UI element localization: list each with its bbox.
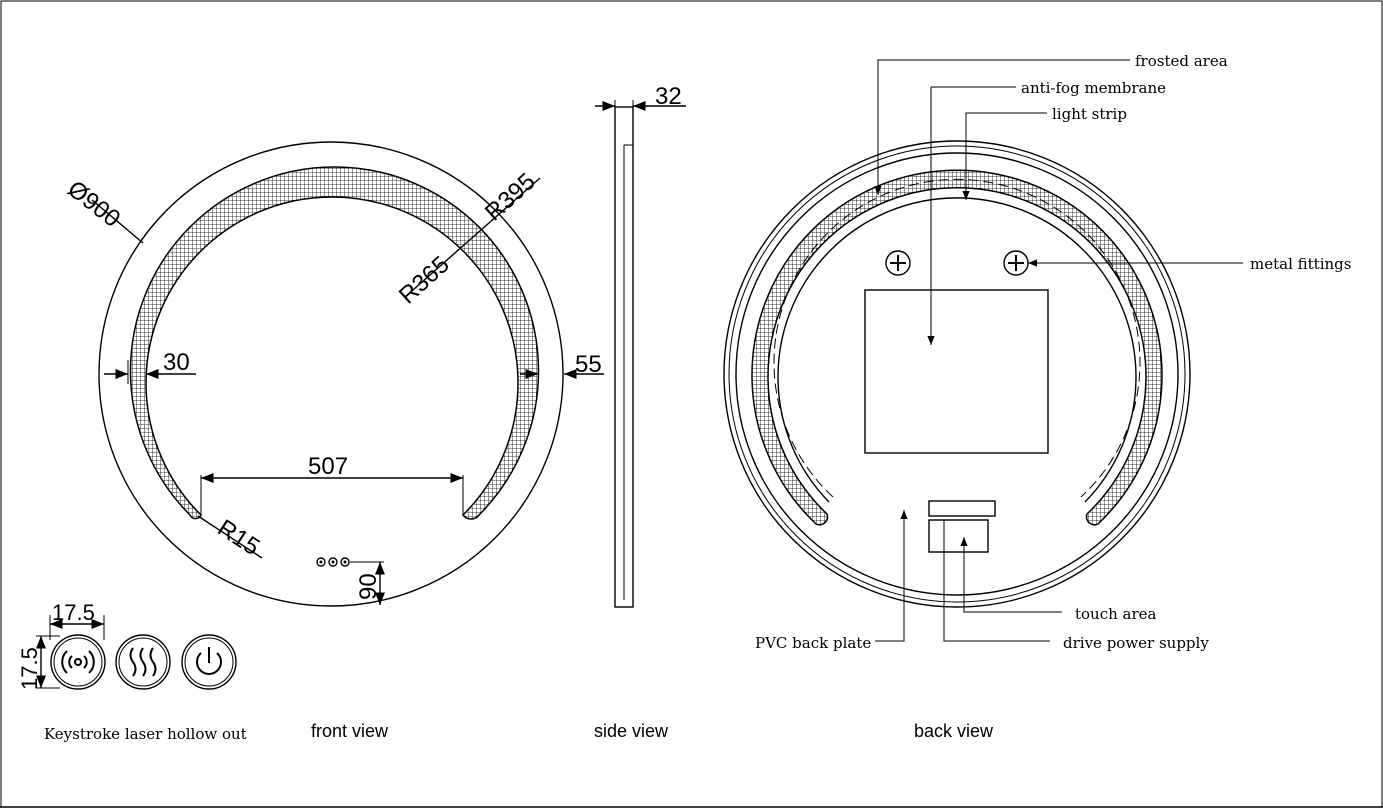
leader-pvc-back-plate (875, 510, 908, 642)
dim-diameter-label: Ø900 (62, 175, 125, 232)
drive-power-supply-box (928, 519, 989, 553)
front-touch-key-2 (328, 557, 338, 567)
dim-diameter-leader (91, 199, 144, 244)
dim-r365-label: R365 (394, 251, 455, 309)
front-view: Ø900 R395 R365 30 55 507 R15 90 fro (62, 141, 604, 741)
keystroke-icons: 17.5 17.5 Keystroke laser hollow (17, 600, 247, 743)
dim-radius-leader (404, 177, 541, 298)
back-frosted-band (751, 169, 1163, 526)
key-dim-h-label: 17.5 (17, 647, 42, 690)
front-touch-key-1-dot (319, 560, 323, 564)
front-touch-key-2-dot (331, 560, 335, 564)
touch-area-box (928, 500, 996, 517)
keystroke-caption: Keystroke laser hollow out (44, 725, 247, 743)
power-icon (181, 634, 237, 690)
back-light-strip (773, 178, 1141, 498)
metal-fitting-left (885, 250, 911, 276)
anti-fog-membrane-pad (864, 289, 1049, 454)
label-pvc-back-plate: PVC back plate (755, 634, 871, 652)
leader-light-strip (962, 112, 1047, 200)
dim-507-label: 507 (308, 453, 348, 480)
dim-90-label: 90 (355, 573, 382, 600)
label-anti-fog-membrane: anti-fog membrane (1021, 79, 1166, 97)
leader-touch-area (960, 537, 1062, 613)
back-outer-circle-2 (728, 145, 1186, 603)
label-frosted-area: frosted area (1135, 52, 1228, 70)
dim-r15-leader (197, 515, 263, 559)
front-view-title: front view (311, 721, 389, 741)
heat-waves-icon (115, 634, 171, 690)
front-touch-key-3-dot (343, 560, 347, 564)
back-outer-circle (723, 140, 1191, 608)
wireless-signal-icon (50, 634, 106, 690)
side-view-title: side view (594, 721, 669, 741)
key-dim-w-label: 17.5 (52, 600, 95, 625)
leader-drive-power-supply (943, 520, 1050, 642)
label-touch-area: touch area (1075, 605, 1157, 623)
dim-55-label: 55 (575, 351, 602, 378)
metal-fitting-right (1003, 250, 1029, 276)
dim-30-label: 30 (163, 349, 190, 376)
label-metal-fittings: metal fittings (1250, 255, 1351, 273)
back-view: frosted area anti-fog membrane light str… (723, 52, 1351, 741)
back-view-title: back view (914, 721, 994, 741)
back-pvc-plate-edge (777, 197, 1137, 503)
side-body-outer (614, 106, 634, 608)
leader-anti-fog (927, 86, 1016, 345)
front-touch-key-1 (316, 557, 326, 567)
front-touch-key-3 (340, 557, 350, 567)
leader-frosted-area (874, 59, 1130, 195)
dim-32-label: 32 (655, 83, 682, 110)
front-light-band (129, 166, 540, 520)
side-view: 32 side view (594, 83, 686, 741)
dim-r395-label: R395 (480, 168, 541, 226)
back-inner-circle (735, 152, 1179, 596)
label-light-strip: light strip (1052, 105, 1127, 123)
label-drive-power-supply: drive power supply (1063, 634, 1209, 652)
front-mirror-outline (98, 141, 564, 607)
